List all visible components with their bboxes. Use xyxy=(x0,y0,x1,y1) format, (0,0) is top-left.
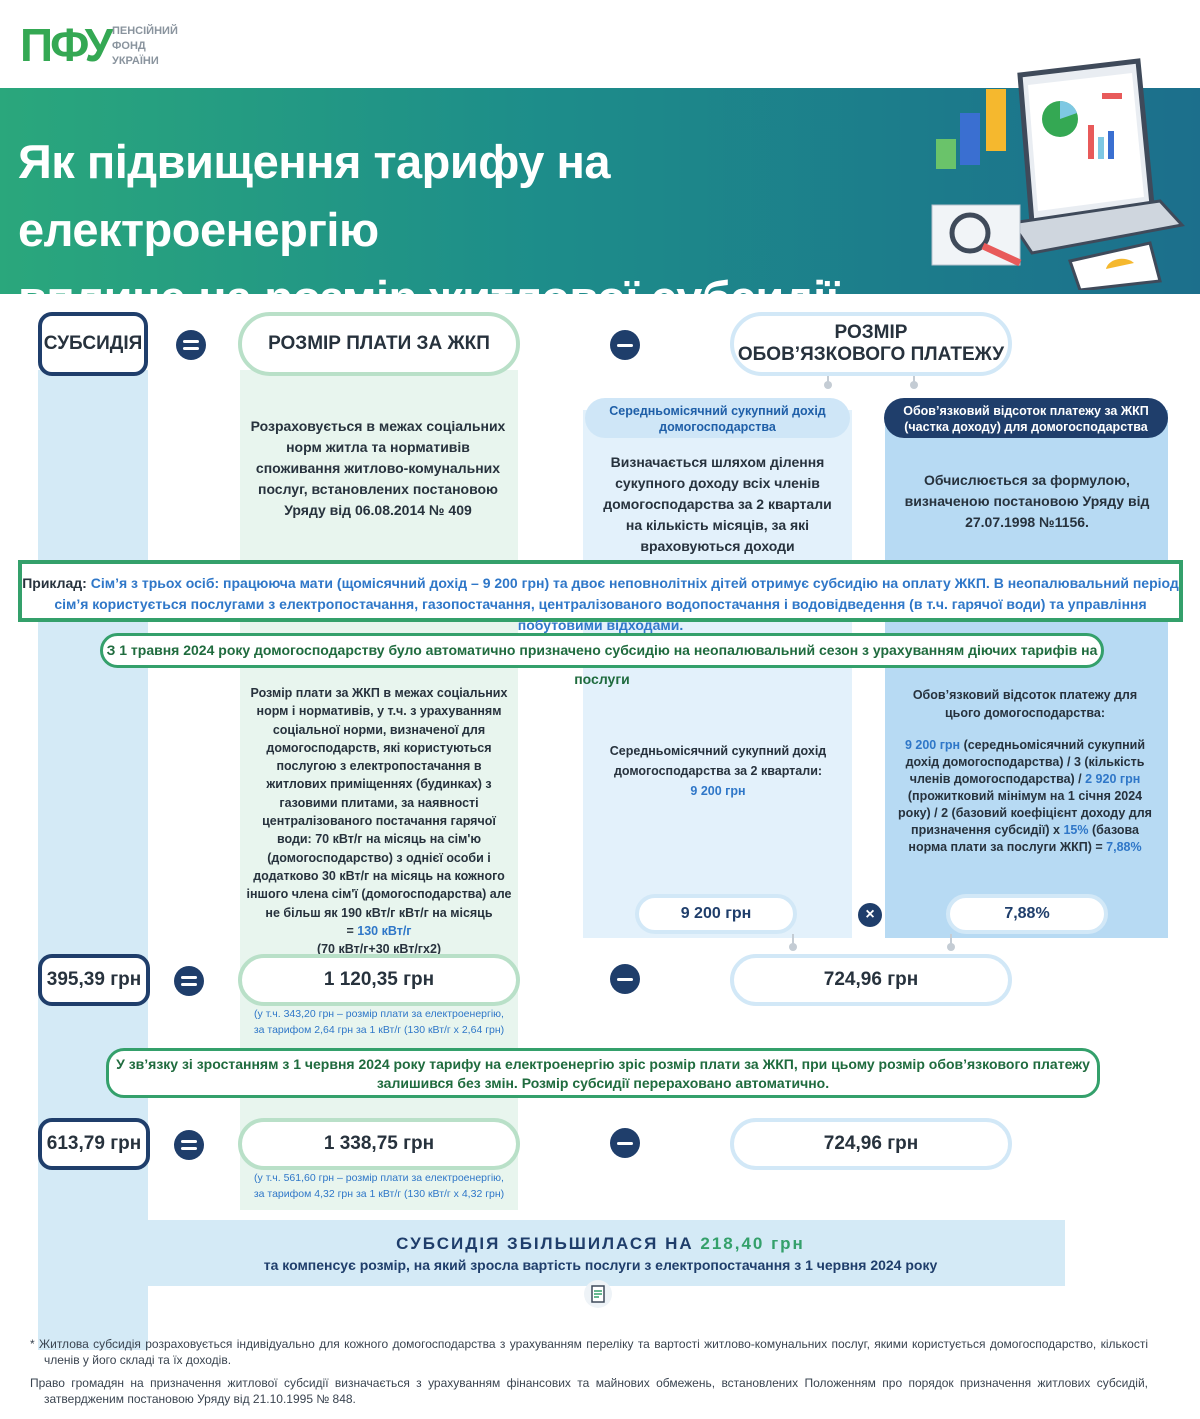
connector-dot xyxy=(947,943,955,951)
income-pill: 9 200 грн xyxy=(635,894,797,934)
payment-description: Розраховується в межах соціальних норм ж… xyxy=(250,418,506,518)
document-icon xyxy=(584,1280,612,1308)
mandatory-payment-header: РОЗМІР ОБОВ’ЯЗКОВОГО ПЛАТЕЖУ xyxy=(730,312,1012,376)
connector-line xyxy=(792,934,794,948)
example-label: Приклад: xyxy=(22,575,87,591)
subsidy-header: СУБСИДІЯ xyxy=(38,312,148,376)
minus-icon xyxy=(610,964,640,994)
equals-icon xyxy=(174,966,204,996)
income-tag: Середньомісячний сукупний дохід домогосп… xyxy=(585,398,850,438)
norm-value: 130 кВт/г xyxy=(357,923,412,938)
percent-description: Обчислюється за формулою, визначеною пос… xyxy=(904,472,1150,530)
summary-amount: 218,40 грн xyxy=(700,1234,805,1253)
logo-mark: ПФУ xyxy=(20,19,113,71)
payment-june-note: (у т.ч. 561,60 грн – розмір плати за еле… xyxy=(253,1172,505,1200)
percent-detail-heading: Обов’язковий відсоток платежу для цього … xyxy=(912,688,1138,721)
logo-text: ПЕНСІЙНИЙ ФОНД УКРАЇНИ xyxy=(112,25,178,67)
connector-line xyxy=(827,376,829,384)
may-note: З 1 травня 2024 року домогосподарству бу… xyxy=(100,633,1104,687)
percent-tag: Обов’язковий відсоток платежу за ЖКП (ча… xyxy=(884,398,1168,438)
page-title: Як підвищення тарифу на електроенергію в… xyxy=(18,135,839,324)
payment-may: 1 120,35 грн xyxy=(238,954,520,1006)
mandatory-may: 724,96 грн xyxy=(730,954,1012,1006)
payment-header: РОЗМІР ПЛАТИ ЗА ЖКП xyxy=(238,312,520,376)
times-icon: × xyxy=(858,903,882,927)
income-detail: Середньомісячний сукупний дохід домогосп… xyxy=(609,744,827,798)
percent-pill: 7,88% xyxy=(946,894,1108,934)
percent-column xyxy=(885,410,1168,938)
summary-subtitle: та компенсує розмір, на який зросла варт… xyxy=(263,1257,938,1273)
footnote-1: * Житлова субсидія розраховується індиві… xyxy=(30,1337,1148,1367)
minus-icon xyxy=(610,1128,640,1158)
equals-icon xyxy=(174,1130,204,1160)
june-note: У зв’язку зі зростанням з 1 червня 2024 … xyxy=(106,1048,1100,1098)
payment-detail: Розмір плати за ЖКП в межах соціальних н… xyxy=(246,686,512,957)
example-box: Приклад: Сім’я з трьох осіб: працююча ма… xyxy=(18,560,1183,633)
footnotes: * Житлова субсидія розраховується індиві… xyxy=(30,1336,1148,1414)
income-description: Визначається шляхом ділення сукупного до… xyxy=(603,454,832,554)
percent-formula: 9 200 грн (середньомісячний сукупний дох… xyxy=(898,738,1152,854)
connector-line xyxy=(913,376,915,384)
subsidy-column xyxy=(38,370,148,1350)
connector-dot xyxy=(910,381,918,389)
example-income: 9 200 грн xyxy=(482,575,545,591)
summary-title: СУБСИДІЯ ЗБІЛЬШИЛАСЯ НА 218,40 грн xyxy=(396,1234,805,1253)
subsidy-june: 613,79 грн xyxy=(38,1118,150,1170)
summary-box: СУБСИДІЯ ЗБІЛЬШИЛАСЯ НА 218,40 грн та ко… xyxy=(136,1220,1065,1286)
connector-dot xyxy=(824,381,832,389)
footnote-2: Право громадян на призначення житлової с… xyxy=(30,1376,1148,1406)
equals-icon xyxy=(176,330,206,360)
minus-icon xyxy=(610,330,640,360)
subsidy-may: 395,39 грн xyxy=(38,954,150,1006)
payment-may-note: (у т.ч. 343,20 грн – розмір плати за еле… xyxy=(253,1008,505,1036)
laptop-chart-illustration-icon xyxy=(931,58,1185,290)
connector-dot xyxy=(789,943,797,951)
payment-june: 1 338,75 грн xyxy=(238,1118,520,1170)
income-column xyxy=(583,410,852,938)
connector-line xyxy=(950,934,952,948)
mandatory-june: 724,96 грн xyxy=(730,1118,1012,1170)
